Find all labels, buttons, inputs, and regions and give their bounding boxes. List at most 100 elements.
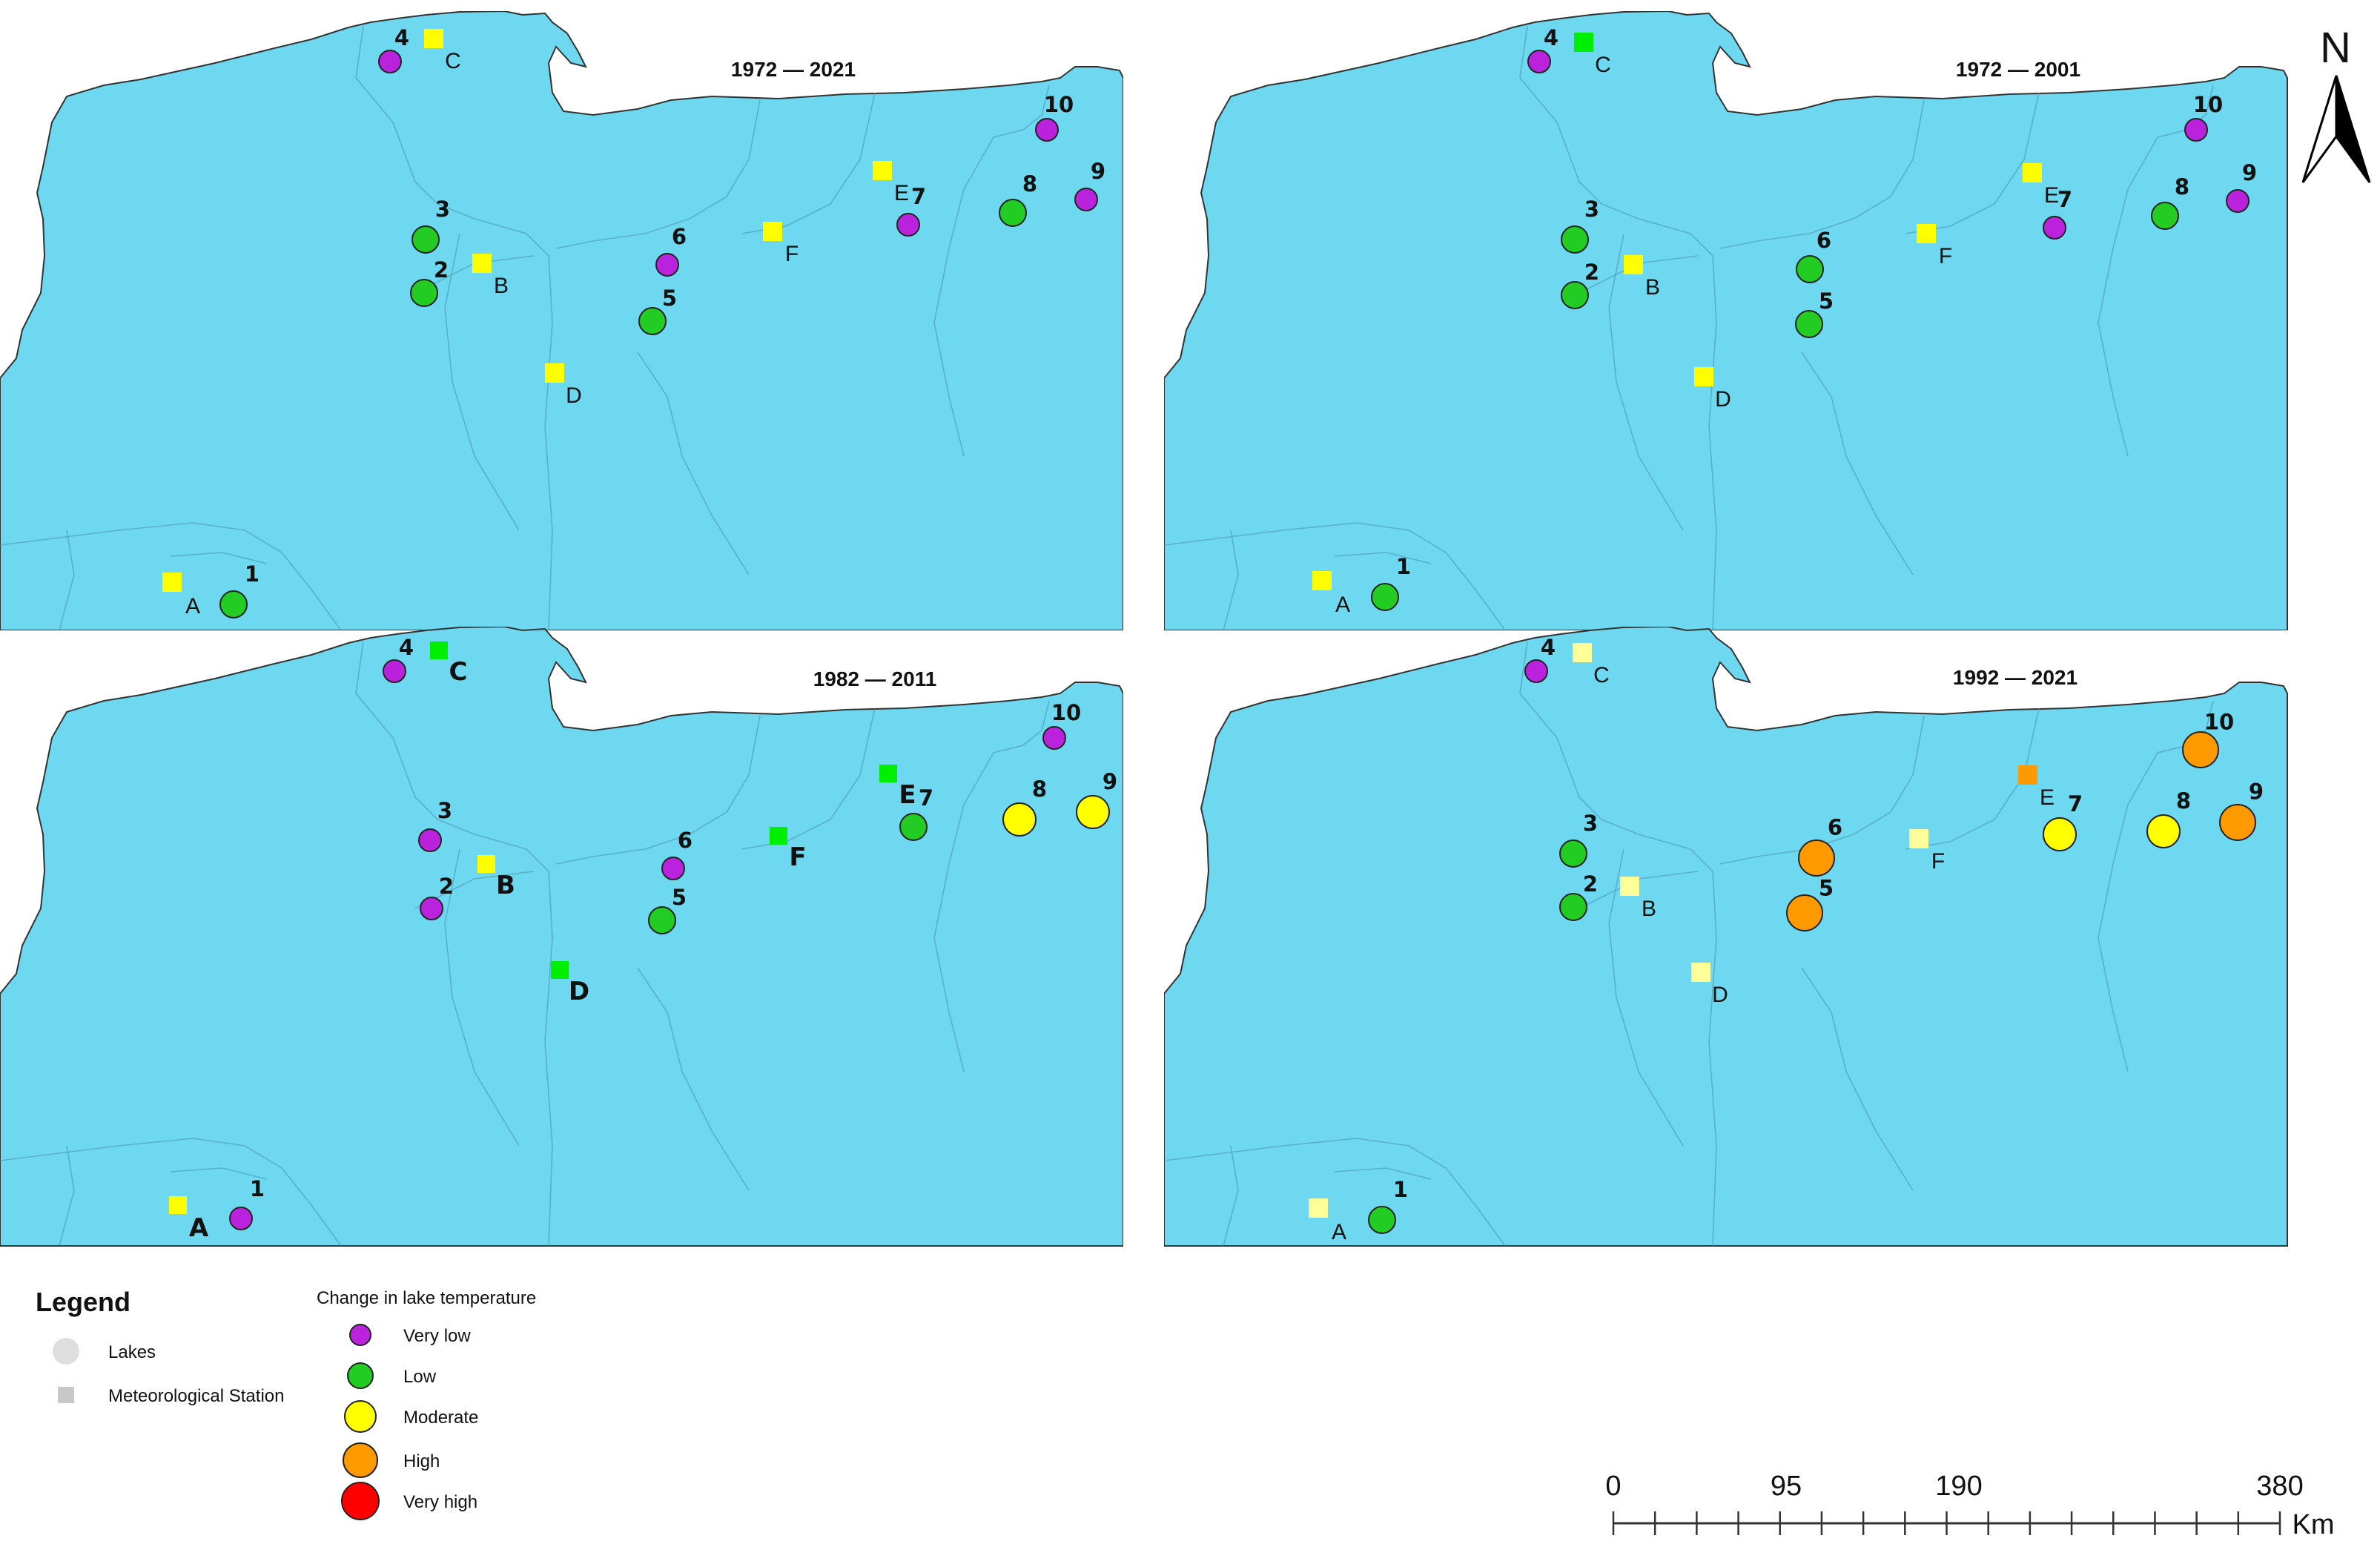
station-E-label: E [2040,785,2055,810]
lake-2-label: 2 [1584,260,1599,285]
station-F-marker [1909,829,1928,848]
admin-boundary [1608,848,1684,1147]
lake-9-label: 9 [2242,160,2257,185]
lake-4-label: 4 [1544,25,1558,50]
station-B-marker [1624,255,1643,274]
admin-boundary [0,522,342,630]
lake-1-label: 1 [1393,1177,1408,1202]
station-B-label: B [496,871,515,900]
station-E-marker [2018,765,2037,785]
lake-2-label: 2 [434,257,449,283]
lake-9-marker [1074,188,1098,211]
admin-boundary [1223,1145,1239,1247]
lake-10-label: 10 [2193,92,2223,117]
admin-boundary [993,700,1050,753]
lake-7-label: 7 [2057,187,2072,212]
lake-9-label: 9 [2249,779,2264,804]
lake-4-label: 4 [399,635,414,660]
scale-label-190: 190 [1935,1471,1982,1502]
lake-9-label: 9 [1103,769,1117,794]
legend-low-label: Low [403,1367,437,1387]
legend-lakes-label: Lakes [108,1342,156,1362]
land-area [1164,627,2288,1247]
land-area [0,11,1123,630]
station-F-label: F [789,842,806,872]
legend-change-title: Change in lake temperature [317,1288,536,1308]
lake-1-label: 1 [250,1176,265,1201]
lake-7-label: 7 [919,785,933,811]
lakes-symbol-icon [53,1338,79,1365]
admin-boundary [2098,752,2158,1072]
scale-ticks [1612,1511,2281,1535]
station-F-marker [1917,224,1936,243]
admin-boundary [444,848,520,1147]
admin-boundary [59,530,75,630]
lake-7-label: 7 [2068,791,2083,817]
lake-5-label: 5 [672,885,687,910]
station-A-marker [1309,1198,1328,1218]
station-E-label: E [894,181,909,205]
scale-bar: 0 95 190 380 Km [1605,1471,2334,1540]
lake-10-marker [1042,726,1066,750]
admin-boundary [1801,967,1914,1191]
station-E-marker [2023,163,2042,182]
station-F-label: F [1931,849,1945,874]
lake-4-label: 4 [394,25,409,50]
station-D-label: D [1715,387,1731,412]
legend-station-label: Meteorological Station [108,1386,284,1406]
admin-boundary [170,1167,268,1180]
lake-10-marker [2184,118,2208,142]
station-B-marker [1620,877,1639,896]
map-panel-1-body [0,11,1123,630]
north-arrow-left-half [2301,75,2338,183]
admin-boundary [2098,136,2158,457]
lake-1-marker [1371,583,1399,611]
station-F-label: F [1939,244,1952,268]
station-E-label: E [899,780,916,810]
lake-7-marker [899,813,928,841]
map-panel-3-body [0,627,1123,1247]
lake-6-label: 6 [672,224,687,249]
lake-6-marker [1796,255,1824,283]
lake-10-label: 10 [2204,709,2234,734]
lake-5-marker [638,307,667,335]
station-E-marker [873,161,892,180]
admin-boundary [355,641,553,1247]
north-arrow-icon: N [2301,24,2371,183]
lake-5-label: 5 [662,286,677,311]
north-label: N [2320,24,2351,72]
lake-1-marker [1368,1206,1396,1234]
station-D-marker [1691,963,1710,982]
station-A-marker [1312,571,1332,590]
lake-6-label: 6 [1828,814,1842,840]
admin-boundary [1334,1167,1432,1180]
lake-9-marker [1076,795,1110,829]
lake-7-marker [896,213,920,237]
station-F-marker [763,222,782,241]
scale-label-95: 95 [1771,1471,1802,1502]
station-F-marker [770,827,787,845]
lake-2-marker [1559,893,1587,921]
admin-boundary [1801,352,1914,575]
scale-unit: Km [2293,1509,2335,1540]
station-D-marker [1694,367,1713,386]
map-panel-4-body [1164,627,2288,1247]
admin-boundary [1719,99,1925,249]
admin-boundary [1334,552,1432,564]
admin-boundary [993,85,1050,138]
panel-title: 1972 — 2001 [1956,58,2080,81]
admin-boundary [1719,715,1925,865]
station-B-label: B [1645,275,1660,300]
station-E-marker [879,765,897,782]
legend-very_high-swatch [341,1482,380,1520]
lake-8-marker [999,199,1027,227]
lake-6-marker [655,253,679,277]
station-A-label: A [185,594,200,619]
station-C-label: C [449,657,468,687]
